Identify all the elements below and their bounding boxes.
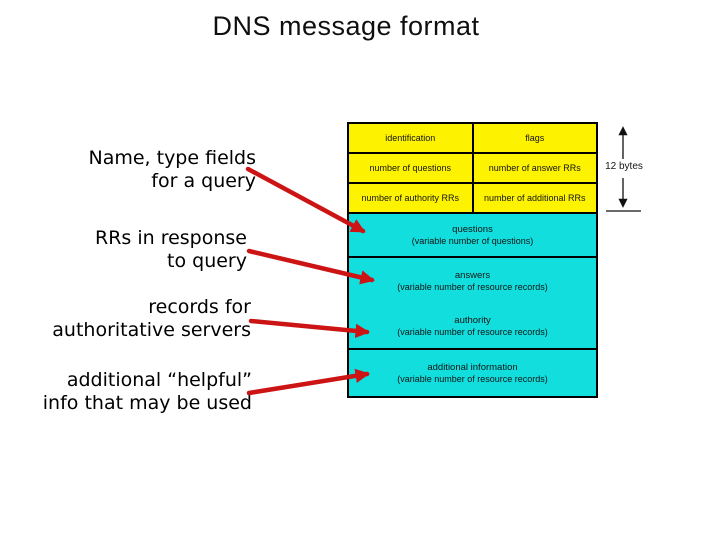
section-additional-name: additional information	[427, 361, 518, 373]
annotation-records-authoritative: records for authoritative servers	[52, 296, 251, 341]
section-additional-information: additional information (variable number …	[349, 350, 596, 396]
header-row-1: identification flags	[349, 124, 596, 154]
annotation-name-type-fields: Name, type fields for a query	[88, 147, 256, 192]
slide-title: DNS message format	[212, 11, 480, 41]
header-row-3: number of authority RRs number of additi…	[349, 184, 596, 214]
section-authority-detail: (variable number of resource records)	[397, 326, 548, 337]
section-answers: answers (variable number of resource rec…	[349, 258, 596, 304]
annotation-rrs-in-response: RRs in response to query	[95, 227, 247, 272]
field-number-of-authority-rrs: number of authority RRs	[349, 184, 474, 212]
dns-message-diagram: identification flags number of questions…	[347, 122, 598, 398]
section-questions-detail: (variable number of questions)	[411, 235, 534, 246]
connector-arrow-questions	[245, 166, 366, 234]
section-additional-detail: (variable number of resource records)	[397, 373, 548, 384]
annotation-additional-helpful: additional “helpful” info that may be us…	[42, 369, 252, 414]
section-authority-name: authority	[454, 314, 491, 326]
section-answers-detail: (variable number of resource records)	[397, 281, 548, 292]
field-flags: flags	[525, 133, 545, 143]
section-answers-name: answers	[454, 269, 491, 281]
section-authority: authority (variable number of resource r…	[349, 304, 596, 350]
section-questions-name: questions	[452, 223, 493, 235]
field-number-of-answer-rrs: number of answer RRs	[488, 163, 581, 173]
field-number-of-additional-rrs: number of additional RRs	[483, 193, 586, 203]
size-bracket-label: 12 bytes	[605, 161, 643, 172]
header-row-2: number of questions number of answer RRs	[349, 154, 596, 184]
field-number-of-questions: number of questions	[349, 154, 474, 182]
section-questions: questions (variable number of questions)	[349, 214, 596, 258]
field-identification: identification	[349, 124, 474, 152]
